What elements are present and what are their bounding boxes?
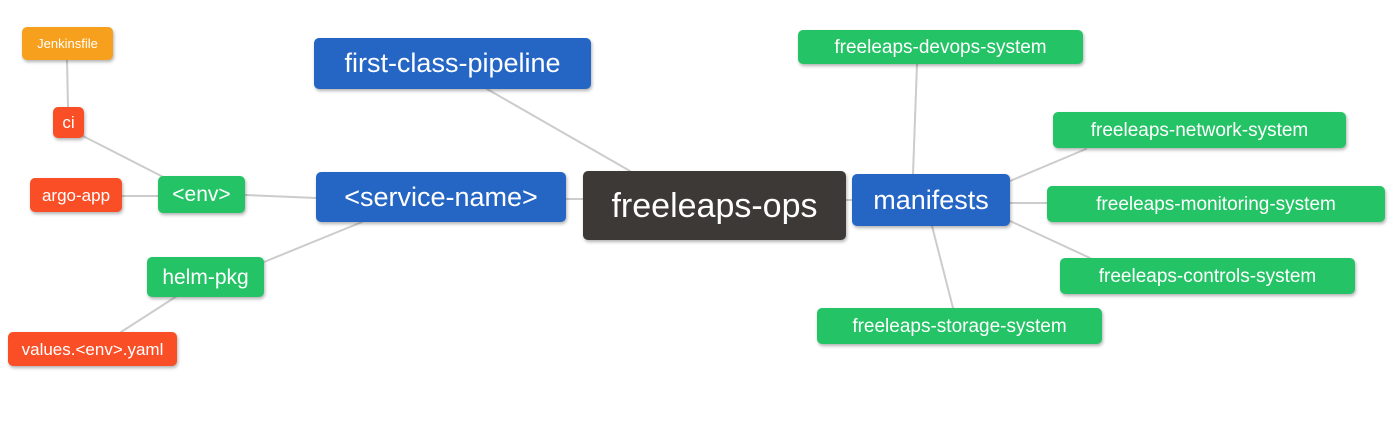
node-jenkinsfile[interactable]: Jenkinsfile — [22, 27, 113, 60]
node-label: ci — [62, 113, 75, 132]
node-label: first-class-pipeline — [344, 48, 561, 78]
node-monitoring[interactable]: freeleaps-monitoring-system — [1047, 186, 1385, 222]
node-storage[interactable]: freeleaps-storage-system — [817, 308, 1102, 344]
node-label: freeleaps-devops-system — [834, 36, 1047, 58]
node-env[interactable]: <env> — [158, 176, 245, 213]
node-network[interactable]: freeleaps-network-system — [1053, 112, 1346, 148]
edge-jenkinsfile-ci — [66, 59, 69, 108]
edge-helm-pkg-service-name — [263, 221, 363, 263]
edge-manifests-devops — [912, 63, 918, 175]
node-pipeline[interactable]: first-class-pipeline — [314, 38, 591, 89]
node-service-name[interactable]: <service-name> — [316, 172, 566, 222]
node-label: Jenkinsfile — [37, 36, 98, 51]
node-label: helm-pkg — [162, 265, 249, 289]
node-ops[interactable]: freeleaps-ops — [583, 171, 846, 240]
node-label: freeleaps-network-system — [1090, 119, 1309, 141]
edge-manifests-controls — [1007, 219, 1091, 259]
edge-values-yaml-helm-pkg — [120, 295, 178, 333]
node-devops[interactable]: freeleaps-devops-system — [798, 30, 1083, 64]
node-label: freeleaps-monitoring-system — [1096, 193, 1336, 215]
node-argo-app[interactable]: argo-app — [30, 178, 122, 212]
node-label: values.<env>.yaml — [21, 339, 164, 359]
node-manifests[interactable]: manifests — [852, 174, 1010, 226]
node-ci[interactable]: ci — [53, 107, 84, 138]
edge-manifests-storage — [931, 225, 954, 309]
node-label: <env> — [172, 183, 231, 206]
node-label: manifests — [873, 184, 989, 215]
node-label: argo-app — [41, 185, 111, 205]
node-label: freeleaps-controls-system — [1098, 265, 1317, 287]
node-label: <service-name> — [344, 181, 538, 212]
edge-ci-env — [80, 134, 174, 183]
edge-env-service-name — [244, 194, 317, 199]
edge-manifests-network — [1009, 148, 1087, 182]
edge-pipeline-ops — [486, 88, 631, 172]
node-label: freeleaps-storage-system — [852, 315, 1067, 337]
node-helm-pkg[interactable]: helm-pkg — [147, 257, 264, 297]
node-label: freeleaps-ops — [611, 186, 818, 225]
node-controls[interactable]: freeleaps-controls-system — [1060, 258, 1355, 294]
node-values-yaml[interactable]: values.<env>.yaml — [8, 332, 177, 366]
